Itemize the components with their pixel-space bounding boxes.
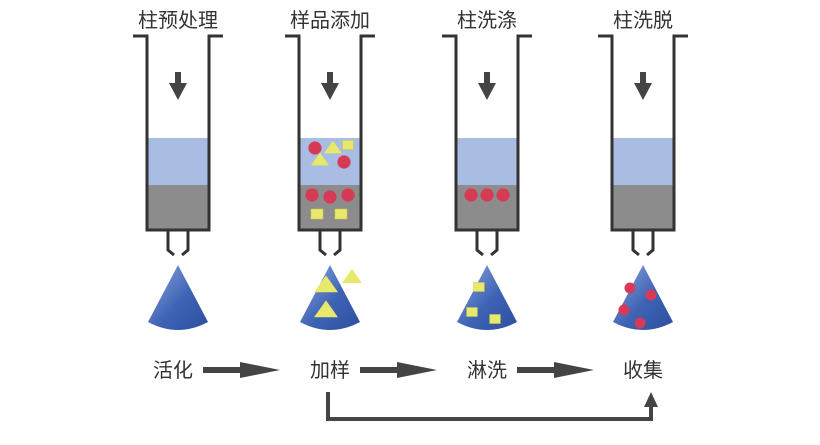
column-title-elution: 柱洗脱 bbox=[613, 8, 673, 32]
arrow-shaft bbox=[327, 72, 333, 85]
impurity-triangle bbox=[314, 275, 338, 293]
analyte-particle bbox=[645, 289, 657, 301]
impurity-triangle bbox=[342, 269, 362, 283]
column-outlet bbox=[475, 230, 499, 257]
bypass-arrow bbox=[326, 392, 658, 421]
impurity-square bbox=[310, 208, 324, 220]
analyte-particle bbox=[480, 188, 494, 202]
impurity-square bbox=[473, 282, 485, 292]
flow-arrows bbox=[203, 362, 594, 378]
solvent-layer bbox=[147, 138, 209, 185]
impurity-square bbox=[334, 208, 348, 220]
sorbent-bed bbox=[612, 185, 674, 230]
impurity-triangle bbox=[324, 140, 342, 154]
column-body bbox=[133, 34, 223, 232]
column-title-washing: 柱洗涤 bbox=[457, 8, 517, 32]
spe-column bbox=[442, 34, 532, 330]
arrow-shaft bbox=[484, 72, 490, 85]
column-outlet bbox=[631, 230, 655, 257]
down-arrow-icon bbox=[321, 72, 339, 100]
analyte-particle bbox=[323, 190, 337, 204]
column-outlet bbox=[318, 230, 342, 257]
column-body bbox=[285, 34, 375, 232]
arrow-shaft bbox=[175, 72, 181, 85]
arrow-head bbox=[321, 83, 339, 100]
analyte-particle bbox=[634, 317, 646, 329]
collection-cone bbox=[148, 265, 208, 330]
column-body bbox=[442, 34, 532, 232]
down-arrow-icon bbox=[169, 72, 187, 100]
collection-cone bbox=[300, 265, 360, 330]
flow-step-washing: 淋洗 bbox=[467, 358, 507, 382]
impurity-triangle bbox=[311, 152, 329, 166]
column-body bbox=[598, 34, 688, 232]
down-arrow-icon bbox=[478, 72, 496, 100]
up-arrow-icon bbox=[644, 392, 658, 407]
column-title-sample-loading: 样品添加 bbox=[290, 8, 370, 32]
spe-column bbox=[133, 34, 223, 330]
analyte-particle bbox=[337, 155, 351, 169]
right-arrow-icon bbox=[203, 362, 280, 378]
impurity-square bbox=[342, 140, 354, 150]
spe-column bbox=[598, 34, 688, 330]
column-title-preconditioning: 柱预处理 bbox=[138, 8, 218, 32]
analyte-particle bbox=[618, 304, 630, 316]
analyte-particle bbox=[305, 188, 319, 202]
collection-cone bbox=[457, 265, 517, 330]
analyte-particle bbox=[624, 282, 636, 294]
impurity-triangle bbox=[314, 300, 338, 318]
solvent-layer bbox=[612, 138, 674, 185]
analyte-particle bbox=[341, 188, 355, 202]
impurity-square bbox=[489, 314, 501, 324]
analyte-particle bbox=[496, 188, 510, 202]
arrow-shaft bbox=[640, 72, 646, 85]
impurity-square bbox=[466, 307, 478, 317]
right-arrow-icon bbox=[360, 362, 437, 378]
flow-step-collection: 收集 bbox=[623, 358, 663, 382]
arrow-head bbox=[634, 83, 652, 100]
analyte-particle bbox=[464, 188, 478, 202]
solvent-layer bbox=[456, 138, 518, 185]
analyte-particle bbox=[308, 141, 322, 155]
sorbent-bed bbox=[147, 185, 209, 230]
right-arrow-icon bbox=[517, 362, 594, 378]
arrow-head bbox=[478, 83, 496, 100]
column-outlet bbox=[166, 230, 190, 257]
down-arrow-icon bbox=[634, 72, 652, 100]
spe-column bbox=[285, 34, 375, 330]
flow-step-loading: 加样 bbox=[310, 358, 350, 382]
arrow-head bbox=[169, 83, 187, 100]
flow-step-activation: 活化 bbox=[153, 358, 193, 382]
